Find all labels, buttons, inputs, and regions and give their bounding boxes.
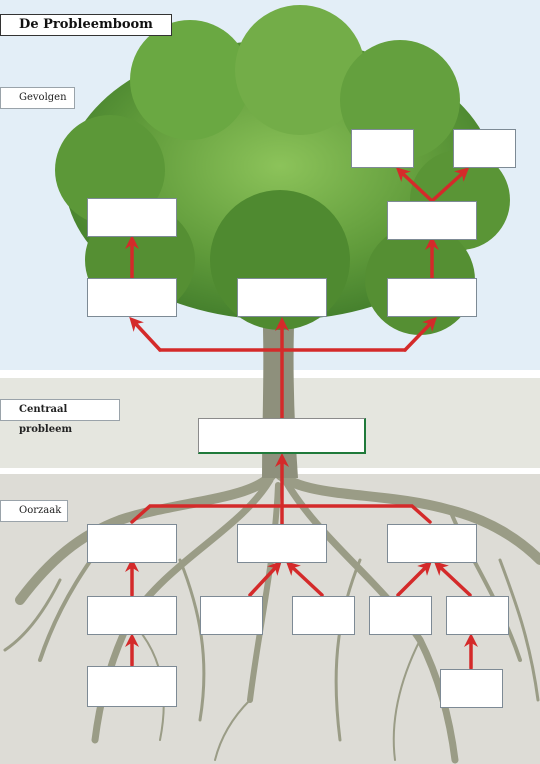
cause-box[interactable]: [292, 596, 355, 635]
cause-box[interactable]: [446, 596, 509, 635]
central-problem-box[interactable]: [198, 418, 366, 454]
tree-foliage: [55, 5, 510, 335]
cause-box[interactable]: [87, 666, 177, 707]
consequence-arrows: [125, 167, 470, 420]
cause-box[interactable]: [237, 524, 327, 563]
consequence-box[interactable]: [387, 201, 477, 240]
cause-box[interactable]: [387, 524, 477, 563]
section-label-oorzaak: Oorzaak: [0, 500, 68, 522]
consequence-box[interactable]: [237, 278, 327, 317]
cause-box[interactable]: [87, 524, 177, 563]
cause-box[interactable]: [200, 596, 263, 635]
cause-box[interactable]: [369, 596, 432, 635]
page-title: De Probleemboom: [0, 14, 172, 36]
section-label-gevolgen: Gevolgen: [0, 87, 75, 109]
consequence-box[interactable]: [387, 278, 477, 317]
consequence-box[interactable]: [453, 129, 516, 168]
consequence-box[interactable]: [87, 198, 177, 237]
cause-box[interactable]: [440, 669, 503, 708]
section-label-centraal-probleem: Centraal probleem: [0, 399, 120, 435]
consequence-box[interactable]: [351, 129, 414, 168]
cause-box[interactable]: [87, 596, 177, 635]
consequence-box[interactable]: [87, 278, 177, 317]
cause-arrows: [125, 453, 478, 670]
